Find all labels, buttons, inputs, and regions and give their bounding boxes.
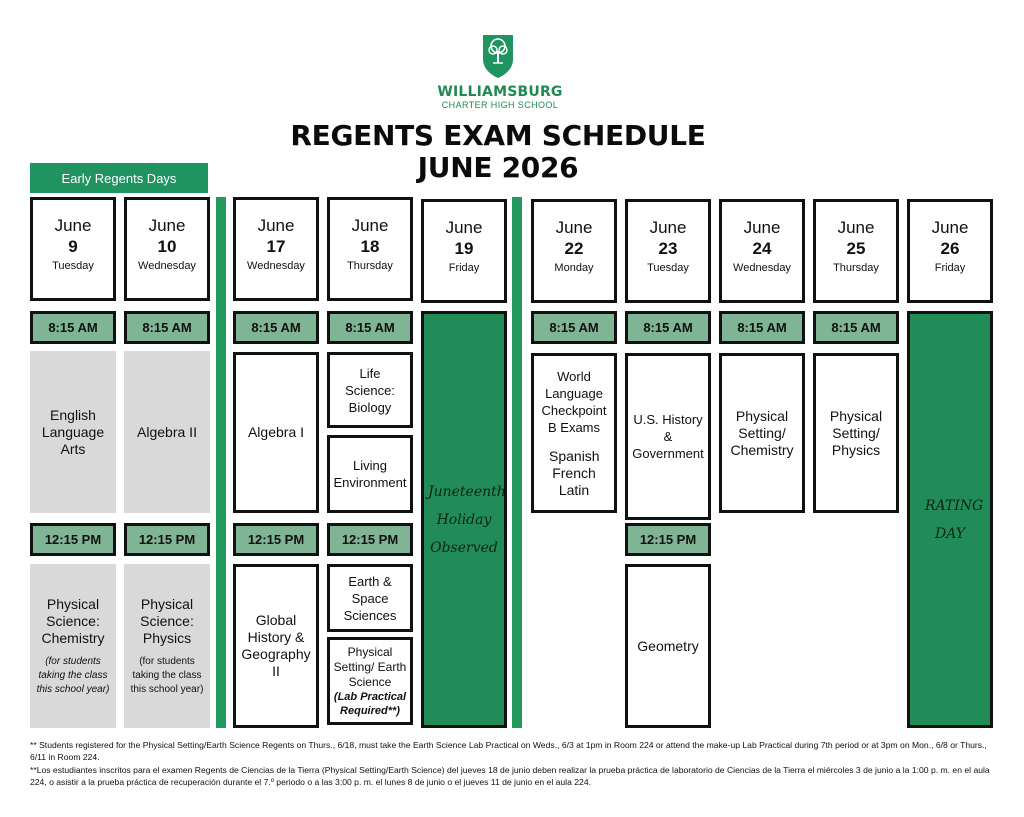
exam-us-history-government: U.S. History & Government — [625, 353, 711, 520]
school-logo-icon — [483, 35, 513, 78]
footnote-spanish: **Los estudiantes inscritos para el exam… — [30, 765, 990, 787]
time-slot-pm: 12:15 PM — [625, 523, 711, 556]
date-jun-10: June 10 Wednesday — [124, 197, 210, 301]
exam-note: (for students taking the class this scho… — [130, 655, 204, 695]
footnote-english: ** Students registered for the Physical … — [30, 740, 987, 762]
date-month: June — [257, 216, 295, 235]
date-weekday: Thursday — [347, 260, 393, 272]
exam-world-language-checkpoint: World Language Checkpoint B Exams Spanis… — [531, 353, 617, 513]
exam-physical-setting-physics: Physical Setting/ Physics — [813, 353, 899, 513]
time-slot-am: 8:15 AM — [813, 311, 899, 344]
date-day: 23 — [658, 239, 678, 258]
date-month: June — [931, 218, 969, 237]
date-jun-19: June 19 Friday — [421, 199, 507, 303]
date-month: June — [445, 218, 483, 237]
date-weekday: Tuesday — [647, 262, 689, 274]
date-weekday: Tuesday — [52, 260, 94, 272]
date-month: June — [743, 218, 781, 237]
time-slot-am: 8:15 AM — [625, 311, 711, 344]
date-month: June — [54, 216, 92, 235]
time-slot-pm: 12:15 PM — [327, 523, 413, 556]
date-jun-22: June 22 Monday — [531, 199, 617, 303]
title-line-1: REGENTS EXAM SCHEDULE — [290, 119, 706, 152]
exam-earth-space-sciences: Earth & Space Sciences — [327, 564, 413, 632]
title-line-2: JUNE 2026 — [417, 151, 579, 184]
exam-living-environment: Living Environment — [327, 435, 413, 513]
date-month: June — [148, 216, 186, 235]
exam-algebra-i: Algebra I — [233, 352, 319, 513]
date-month: June — [351, 216, 389, 235]
exam-physical-setting-chemistry: Physical Setting/ Chemistry — [719, 353, 805, 513]
time-slot-pm: 12:15 PM — [30, 523, 116, 556]
date-month: June — [837, 218, 875, 237]
school-subtitle: CHARTER HIGH SCHOOL — [441, 100, 559, 110]
early-regents-label: Early Regents Days — [30, 163, 208, 193]
rating-day-label: RATING DAY — [925, 497, 984, 542]
date-jun-17: June 17 Wednesday — [233, 197, 319, 301]
date-weekday: Thursday — [833, 262, 879, 274]
page-title: REGENTS EXAM SCHEDULE JUNE 2026 — [250, 120, 746, 184]
date-day: 17 — [266, 237, 286, 256]
date-jun-23: June 23 Tuesday — [625, 199, 711, 303]
exam-algebra-ii: Algebra II — [124, 351, 210, 513]
date-day: 19 — [454, 239, 474, 258]
date-month: June — [555, 218, 593, 237]
time-slot-am: 8:15 AM — [719, 311, 805, 344]
juneteenth-label: Juneteenth Holiday Observed — [428, 483, 506, 556]
date-day: 25 — [846, 239, 866, 258]
exam-title: Physical Science: Chemistry — [41, 595, 105, 646]
exam-physical-science-chemistry: Physical Science: Chemistry (for student… — [30, 564, 116, 728]
date-weekday: Monday — [554, 262, 594, 274]
date-day: 22 — [564, 239, 584, 258]
date-month: June — [649, 218, 687, 237]
exam-global-history-geography-ii: Global History & Geography II — [233, 564, 319, 728]
exam-physical-setting-earth-science: Physical Setting/ Earth Science (Lab Pra… — [327, 637, 413, 725]
date-weekday: Wednesday — [138, 260, 196, 272]
time-slot-am: 8:15 AM — [124, 311, 210, 344]
date-jun-26: June 26 Friday — [907, 199, 993, 303]
exam-world-language-title: World Language Checkpoint B Exams — [541, 368, 607, 435]
rating-day-block: RATING DAY — [907, 311, 993, 728]
exam-title: Physical Science: Physics — [140, 595, 194, 646]
date-weekday: Friday — [448, 262, 480, 274]
exam-geometry: Geometry — [625, 564, 711, 728]
exam-title: Physical Setting/ Earth Science — [333, 644, 407, 689]
juneteenth-holiday-block: Juneteenth Holiday Observed — [421, 311, 507, 728]
exam-physical-science-physics: Physical Science: Physics (for students … — [124, 564, 210, 728]
date-day: 18 — [360, 237, 380, 256]
date-jun-25: June 25 Thursday — [813, 199, 899, 303]
date-jun-9: June 9 Tuesday — [30, 197, 116, 301]
date-day: 9 — [68, 237, 78, 256]
date-weekday: Friday — [934, 262, 966, 274]
date-jun-18: June 18 Thursday — [327, 197, 413, 301]
column-divider — [216, 197, 226, 728]
exam-note: (for students taking the class this scho… — [36, 655, 110, 695]
date-day: 24 — [752, 239, 772, 258]
lab-practical-note: (Lab Practical Required**) — [333, 690, 407, 717]
time-slot-am: 8:15 AM — [233, 311, 319, 344]
date-day: 10 — [157, 237, 177, 256]
exam-life-science-biology: Life Science: Biology — [327, 352, 413, 428]
time-slot-pm: 12:15 PM — [233, 523, 319, 556]
column-divider — [512, 197, 522, 728]
date-weekday: Wednesday — [247, 260, 305, 272]
time-slot-am: 8:15 AM — [531, 311, 617, 344]
date-weekday: Wednesday — [733, 262, 791, 274]
school-name: WILLIAMSBURG — [437, 84, 563, 100]
date-day: 26 — [940, 239, 960, 258]
time-slot-am: 8:15 AM — [327, 311, 413, 344]
time-slot-pm: 12:15 PM — [124, 523, 210, 556]
exam-world-language-list: Spanish French Latin — [549, 447, 600, 498]
date-jun-24: June 24 Wednesday — [719, 199, 805, 303]
time-slot-am: 8:15 AM — [30, 311, 116, 344]
exam-english-language-arts: English Language Arts — [30, 351, 116, 513]
